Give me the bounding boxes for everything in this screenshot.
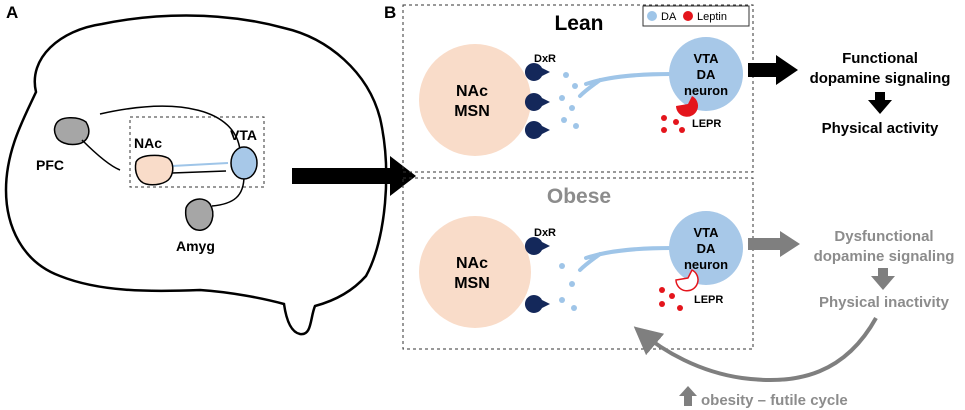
obese-result: Physical inactivity xyxy=(819,294,950,311)
obese-vta-neuron xyxy=(669,211,743,285)
up-arrow-icon xyxy=(679,386,697,406)
obese-msn-label: MSN xyxy=(454,275,490,292)
lean-outcome-arrow xyxy=(748,55,798,85)
nac-to-vta-projection xyxy=(171,170,227,174)
obese-outcome-line1: Dysfunctional xyxy=(834,228,933,245)
obese-outcome-arrow xyxy=(748,231,800,257)
obese-lepr-label: LEPR xyxy=(694,294,723,306)
lean-receptor-label: DxR xyxy=(534,53,556,65)
futile-cycle-arrow xyxy=(633,317,878,383)
pfc-label: PFC xyxy=(36,157,64,173)
legend-leptin-swatch xyxy=(683,11,693,21)
lean-lepr-receptor xyxy=(676,96,698,117)
obese-axon xyxy=(578,246,674,272)
obese-receptor-2 xyxy=(524,295,550,314)
obese-outcome-line2: dopamine signaling xyxy=(814,248,955,265)
lean-nac-label: NAc xyxy=(456,83,488,100)
obese-vta-line1: VTA xyxy=(693,225,719,240)
lean-lepr-label: LEPR xyxy=(692,118,721,130)
lean-axon xyxy=(578,72,674,98)
obese-receptor-1 xyxy=(524,237,550,255)
obese-vta-line3: neuron xyxy=(684,257,728,272)
obese-lepr-receptor xyxy=(675,268,699,292)
legend-da-swatch xyxy=(647,11,657,21)
lean-vta-line2: DA xyxy=(697,67,716,82)
vta-region xyxy=(230,146,258,180)
panel-link-arrow xyxy=(292,156,416,196)
futile-cycle-label: obesity – futile cycle xyxy=(701,392,848,409)
obese-box xyxy=(402,177,754,350)
nac-region xyxy=(134,154,174,186)
legend-leptin-label: Leptin xyxy=(697,11,727,23)
vta-to-pfc-projection xyxy=(99,105,241,151)
panel-b-letter: B xyxy=(384,3,396,22)
legend-box xyxy=(642,5,750,27)
lean-receptor-2 xyxy=(524,93,550,111)
lean-title: Lean xyxy=(554,12,603,35)
lean-result-arrow xyxy=(868,92,892,114)
obese-receptor-label: DxR xyxy=(534,227,556,239)
brain-outline xyxy=(4,14,388,336)
obese-dopamine-dots xyxy=(559,263,577,311)
lean-result: Physical activity xyxy=(822,120,939,137)
lean-outcome-line2: dopamine signaling xyxy=(810,70,951,87)
lean-receptor-3 xyxy=(524,121,550,139)
lean-box xyxy=(402,4,754,173)
lean-dopamine-dots xyxy=(559,72,579,129)
lean-receptor-1 xyxy=(524,63,550,81)
obese-nac-label: NAc xyxy=(456,255,488,272)
nac-label: NAc xyxy=(134,135,162,151)
lean-vta-line3: neuron xyxy=(684,83,728,98)
inset-box xyxy=(129,116,265,188)
vta-to-nac-projection xyxy=(171,162,229,167)
lean-vta-neuron xyxy=(669,37,743,111)
lean-outcome-line1: Functional xyxy=(842,50,918,67)
obese-vta-line2: DA xyxy=(697,241,716,256)
legend-da-label: DA xyxy=(661,11,677,23)
pfc-region xyxy=(53,117,90,146)
lean-nac-msn-cell xyxy=(419,44,531,156)
amyg-label: Amyg xyxy=(176,238,215,254)
pfc-to-nac-projection xyxy=(81,139,121,171)
obese-title: Obese xyxy=(547,185,611,208)
lean-msn-label: MSN xyxy=(454,103,490,120)
lean-leptin-dots xyxy=(661,115,685,133)
obese-nac-msn-cell xyxy=(419,216,531,328)
vta-to-amyg-projection xyxy=(211,175,245,207)
panel-a-letter: A xyxy=(6,3,18,22)
lean-vta-line1: VTA xyxy=(693,51,719,66)
amyg-region xyxy=(184,198,214,231)
obese-result-arrow xyxy=(871,268,895,290)
obese-leptin-dots xyxy=(659,287,683,311)
vta-label: VTA xyxy=(230,127,257,143)
